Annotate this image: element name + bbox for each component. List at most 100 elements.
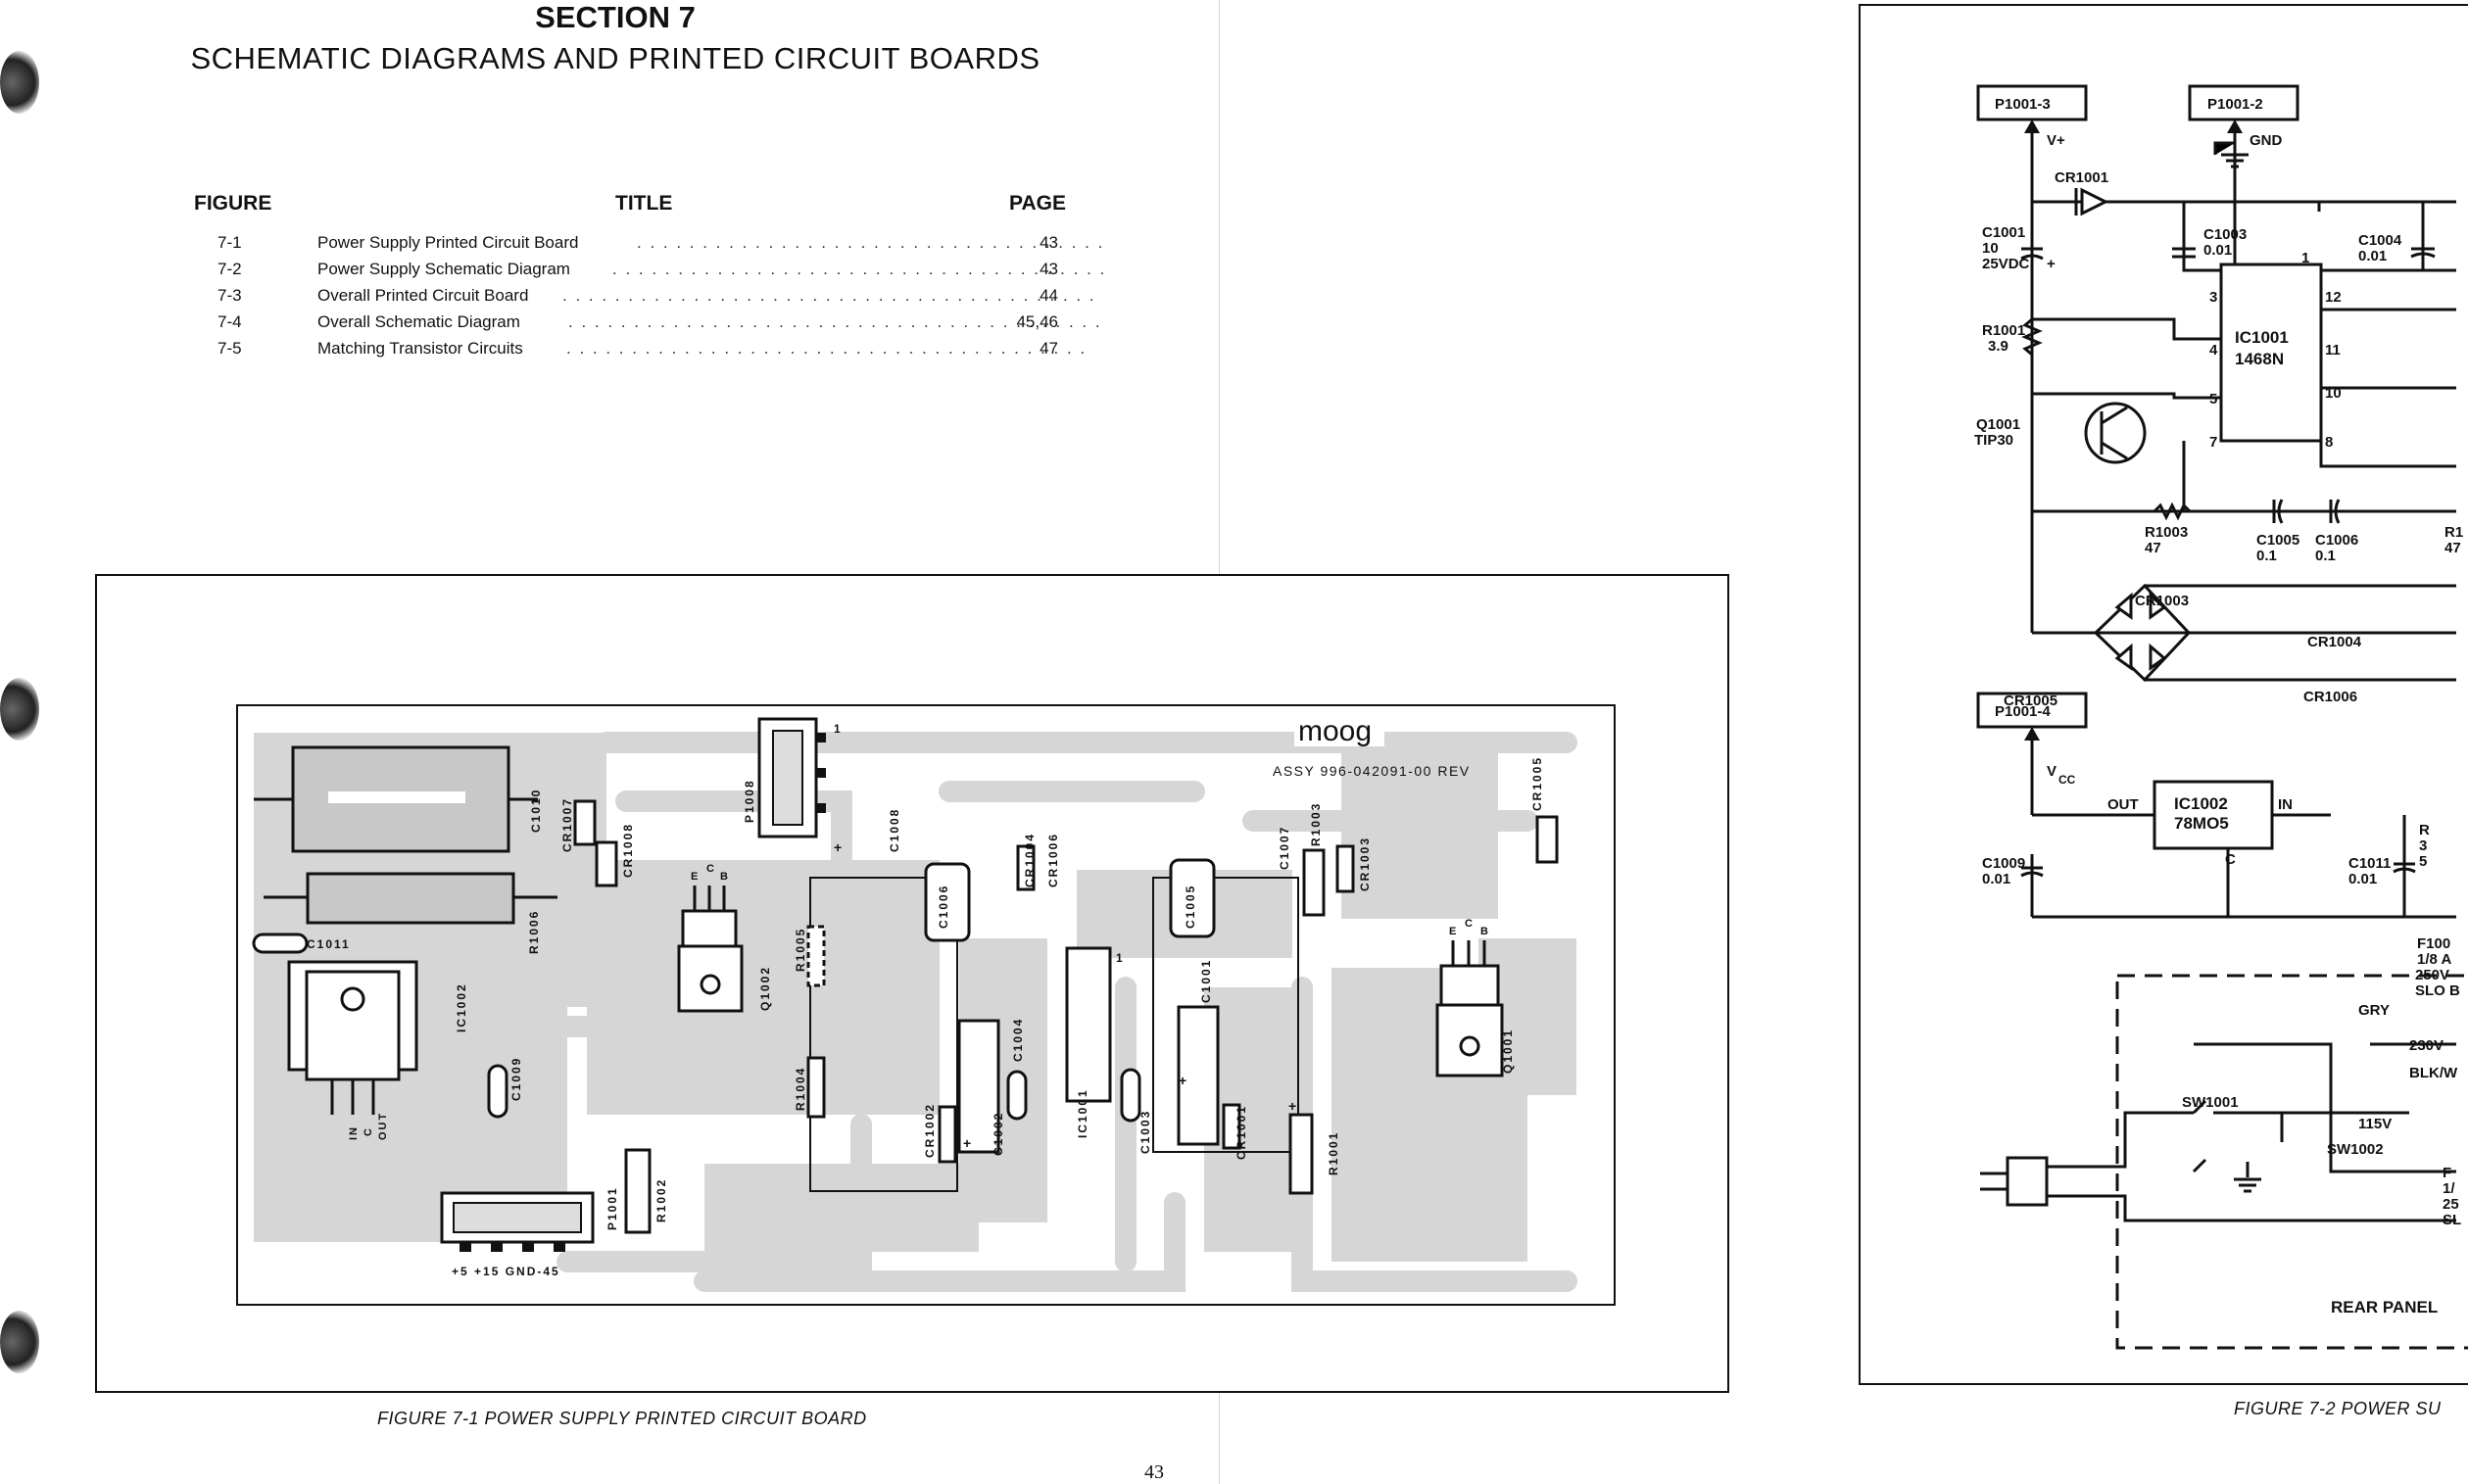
pcb-label: IC1001 [1076,1088,1089,1138]
svg-text:1: 1 [834,722,843,736]
svg-text:SW1002: SW1002 [2327,1141,2384,1158]
figure-7-2-caption: FIGURE 7-2 POWER SU [2234,1399,2442,1418]
pcb-ic1002 [287,960,418,1115]
svg-text:C1003: C1003 [2203,226,2247,243]
pcb-labels: C1010 CR1007 CR1008 P1008 C1008 C1006 CR… [307,722,1544,1278]
pcb-c1006 [924,862,971,942]
bridge-diode-symbols [2114,592,2167,671]
svg-text:GND: GND [2250,132,2283,149]
svg-text:3.9: 3.9 [1988,338,2008,355]
svg-text:47: 47 [2145,540,2161,556]
svg-text:R1003: R1003 [2145,524,2188,541]
pcb-ic1001 [1065,946,1112,1103]
col-header-title: TITLE [615,192,673,215]
svg-text:C1004: C1004 [2358,232,2402,249]
svg-text:11: 11 [2325,342,2341,359]
page-number: 43 [1144,1461,1164,1483]
svg-text:CR1004: CR1004 [2307,634,2362,650]
pcb-label: CR1008 [621,823,635,878]
toc-page: 43 [1040,260,1058,278]
svg-text:4: 4 [2209,342,2218,359]
svg-text:3: 3 [2209,289,2217,306]
toc-figure: 7-5 [218,339,242,358]
svg-text:8: 8 [2325,434,2333,451]
svg-text:5: 5 [2209,391,2217,407]
svg-text:250V: 250V [2415,967,2449,983]
svg-text:CR1005: CR1005 [2004,693,2057,709]
binder-hole-middle [0,678,39,741]
pcb-label: C1011 [307,937,351,951]
pcb-drawing: C1010 CR1007 CR1008 P1008 C1008 C1006 CR… [236,704,1616,1306]
pcb-r1002 [624,1148,652,1234]
pcb-label: C1007 [1278,826,1291,870]
pcb-c1005 [1169,858,1216,938]
svg-text:SLO B: SLO B [2415,982,2460,999]
svg-text:+: + [2047,256,2056,272]
svg-text:SL: SL [2443,1212,2461,1228]
toc-title: Power Supply Schematic Diagram [317,260,570,278]
toc-row: 7-4 Overall Schematic Diagram . . . . . … [218,312,1102,331]
svg-text:IC1002: IC1002 [2174,794,2228,813]
svg-text:SW1001: SW1001 [2182,1094,2239,1111]
svg-text:OUT: OUT [2107,796,2139,813]
svg-text:F: F [2443,1165,2451,1181]
svg-text:12: 12 [2325,289,2342,306]
svg-text:F100: F100 [2417,935,2450,952]
figure-7-1-frame: C1010 CR1007 CR1008 P1008 C1008 C1006 CR… [95,574,1729,1393]
capacitor-symbols [2020,247,2436,878]
terminal-p1001-2: P1001-2 [2207,96,2263,113]
svg-text:25: 25 [2443,1196,2459,1213]
svg-text:C: C [706,863,716,875]
pcb-label: CR1001 [1234,1105,1248,1160]
col-header-figure: FIGURE [194,192,272,215]
pcb-label: R1001 [1327,1131,1340,1175]
toc-row: 7-3 Overall Printed Circuit Board . . . … [218,286,1096,305]
svg-text:10: 10 [2325,385,2342,402]
pcb-r1006 [264,872,557,925]
svg-text:47: 47 [2444,540,2461,556]
toc-figure: 7-1 [218,233,242,252]
pcb-r1004 [806,1056,826,1119]
pcb-label: R1006 [527,910,541,954]
pcb-label: C1010 [529,789,543,833]
pcb-label: CR1003 [1358,837,1372,891]
svg-text:IC1001: IC1001 [2235,328,2289,347]
toc-title: Overall Printed Circuit Board [317,286,529,305]
svg-text:25VDC: 25VDC [1982,256,2030,272]
svg-text:CR1003: CR1003 [2135,593,2189,609]
toc-page: 43 [1040,233,1058,252]
pcb-label: CR1005 [1530,756,1544,811]
svg-text:IN: IN [2278,796,2293,813]
svg-text:1468N: 1468N [2235,350,2284,368]
pcb-label: R1003 [1309,802,1323,846]
svg-text:CR1001: CR1001 [2055,169,2108,186]
cr1001-symbol [2080,187,2109,216]
pcb-cr1005 [1535,815,1559,864]
pcb-p1008 [757,717,826,838]
pcb-label: CR1004 [1023,833,1037,887]
pcb-label: CR1007 [560,797,574,852]
svg-text:GRY: GRY [2358,1002,2390,1019]
pcb-cr1003 [1335,844,1355,893]
pcb-r1001 [1288,1113,1314,1195]
pcb-label: C1005 [1184,885,1197,929]
svg-text:1/8 A: 1/8 A [2417,951,2451,968]
pcb-logo-bg [1294,717,1384,746]
connector-terminals [1976,84,2299,729]
r1003-symbol [2153,502,2192,521]
schematic-drawing: P1001-3 V+ P1001-2 GND CR1001 C10011025V… [1974,84,2468,1350]
ic1002-box [2153,780,2274,850]
svg-text:V: V [2047,763,2057,780]
svg-text:TIP30: TIP30 [1974,432,2013,449]
toc-figure: 7-3 [218,286,242,305]
toc-title: Overall Schematic Diagram [317,312,520,331]
toc-title: Matching Transistor Circuits [317,339,523,358]
pcb-c1001 [1177,1005,1220,1146]
pcb-label: C1006 [937,885,950,929]
pcb-label: C1009 [509,1057,523,1101]
q1001-symbol [2084,402,2147,464]
pcb-label: P1001 [605,1186,619,1230]
rear-panel-label: REAR PANEL [2331,1298,2438,1316]
svg-text:0.01: 0.01 [2203,242,2232,259]
